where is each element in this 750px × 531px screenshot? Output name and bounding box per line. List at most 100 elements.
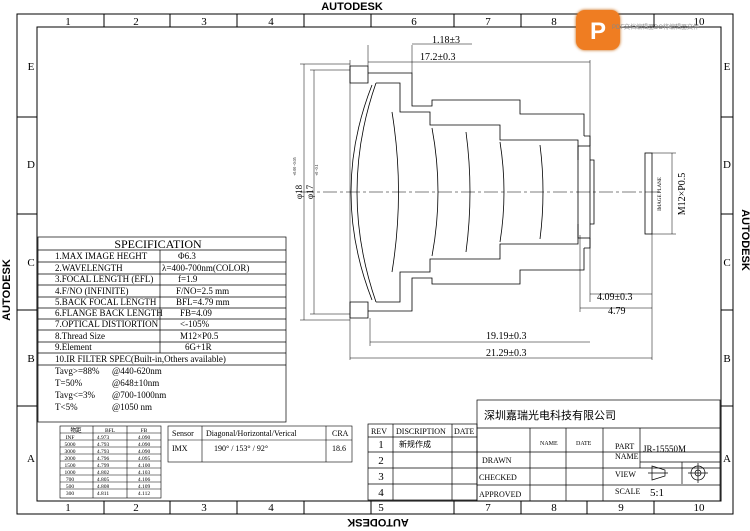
dimension-thread: M12×P0.5 [677,173,688,216]
dimension-1-18: 1.18±3 [432,35,460,46]
outer-border [16,13,734,515]
bfl-row-5: 1500 4.799 4.100 [65,463,151,469]
row-ticks [17,116,733,407]
dimension-4-09: 4.09±0.3 [597,292,633,303]
spec-label-5: 5.BACK FOCAL LENGTH [55,297,157,307]
bfl-row-7: 700 4.805 4.106 [66,477,151,483]
row-label-d-right: D [723,159,731,171]
pdf-app-icon[interactable]: P [576,10,620,50]
row-label-e-right: E [724,61,731,73]
filter-line-4-a: T<5% [55,402,78,412]
dimension-4-79: 4.79 [608,306,626,317]
description-header: DISCRIPTION [396,427,446,436]
rev-2: 2 [378,455,384,467]
title-block [476,399,721,502]
bfl-row-2: 5000 4.793 4.090 [65,442,151,448]
col-label-10-bottom: 10 [694,502,706,514]
bfl-cell: 3000 [65,449,76,455]
spec-label-6: 6.FLANGE BACK LENGTH [55,308,163,318]
checked-label: CHECKED [479,473,517,482]
spec-value-6: FB=4.09 [180,308,212,318]
cra-value: 18.6 [332,444,346,453]
col-label-1: 1 [65,16,71,28]
view-label: VIEW [615,470,636,479]
bfl-cell: 1000 [65,470,76,476]
rev-header: REV [371,427,387,436]
cra-header: CRA [332,429,349,438]
dimension-17-2: 17.2±0.3 [420,52,456,63]
bfl-row-9: 300 4.811 4.112 [66,491,150,497]
scale-label: SCALE [615,487,640,496]
fov-header: Diagonal/Horizontal/Verical [206,429,297,438]
column-ticks [103,14,655,514]
bfl-cell: 4.090 [138,442,151,448]
col-label-8-bottom: 8 [551,502,557,514]
col-label-10: 10 [694,16,706,28]
bfl-header-distance: 物距 [70,426,82,434]
bfl-cell: 4.811 [97,491,109,497]
scale-value: 5:1 [650,487,664,499]
col-label-2-bottom: 2 [133,502,139,514]
bfl-row-1: INF 4.973 4.090 [66,435,151,441]
rev-5: 5 [378,502,384,514]
bfl-cell: 4.802 [97,470,110,476]
sensor-header: Sensor [172,429,194,438]
filter-line-1-b: @440-620nm [112,366,162,376]
bfl-cell: 4.808 [97,484,110,490]
inner-border [36,26,722,502]
spec-value-8: M12×P0.5 [180,331,219,341]
approved-label: APPROVED [479,490,521,499]
watermark-bottom: AUTODESK [347,516,409,528]
col-label-6: 6 [411,16,417,28]
col-label-1-bottom: 1 [65,502,71,514]
row-label-a-right: A [723,453,731,465]
col-label-3-bottom: 3 [201,502,207,514]
sensor-table [167,425,353,463]
bfl-row-6: 1000 4.802 4.103 [65,470,151,476]
spec-label-4: 4.F/NO (INFINITE) [55,286,129,296]
filter-line-2-b: @648±10nm [112,378,159,388]
spec-value-3: f=1.9 [178,274,198,284]
row-label-b: B [27,353,34,365]
col-label-8: 8 [551,16,557,28]
bfl-cell: 4.100 [138,463,151,469]
dimension-dia18-tol: +0.00 -0.05 [292,157,297,176]
date-header: DATE [454,427,475,436]
col-label-7-bottom: 7 [485,502,491,514]
bfl-cell: 4.090 [138,449,151,455]
bfl-header-bfl: BFL [105,428,116,434]
col-label-3: 3 [201,16,207,28]
pdf-app-letter: P [590,18,606,45]
bfl-cell: 4.793 [97,449,110,455]
filter-line-1-a: Tavg>=88% [55,366,100,376]
bfl-cell: 700 [66,477,75,483]
spec-label-1: 1.MAX IMAGE HEGHT [55,251,148,261]
col-label-9-bottom: 9 [618,502,624,514]
spec-value-5: BFL=4.79 mm [176,297,230,307]
filter-line-2-a: T=50% [55,378,83,388]
part-number: JR-15550M [643,444,686,454]
part-name-label-2: NAME [615,452,639,461]
bfl-cell: 5000 [65,442,76,448]
dimension-dia18: φ18 [294,184,304,199]
spec-value-2: λ=400-700nm(COLOR) [162,263,249,273]
sensor-value: IMX [172,444,188,453]
specification-table [37,236,287,423]
rev-3: 3 [378,471,384,483]
name-label: NAME [540,441,558,447]
spec-value-4: F/NO=2.5 mm [176,286,229,296]
bfl-cell: 4.973 [97,435,110,441]
rev-1: 1 [378,439,384,451]
bfl-table [59,425,162,499]
bfl-cell: 2000 [65,456,76,462]
fov-value: 190° / 153° / 92° [214,444,268,453]
bfl-cell: 1500 [65,463,76,469]
spec-value-1: Φ6.3 [178,251,196,261]
bfl-cell: 4.106 [138,477,151,483]
date-label: DATE [576,441,592,447]
filter-line-3-b: @700-1000nm [112,390,166,400]
rev-4: 4 [378,487,384,499]
part-name-label: PART [615,442,634,451]
filter-title: 10.IR FILTER SPEC(Built-in,Others availa… [55,354,226,364]
